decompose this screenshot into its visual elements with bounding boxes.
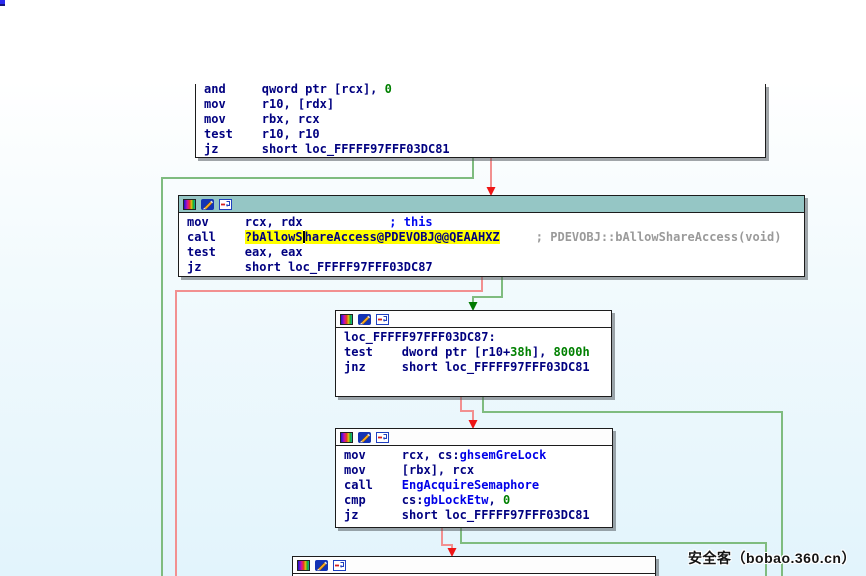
asm-text-segment: and qword ptr [rcx], <box>204 82 385 96</box>
edge-fall-through-2 <box>175 277 483 576</box>
watermark: 安全客（bobao.360.cn） <box>688 550 856 566</box>
asm-line[interactable]: mov rcx, cs:ghsemGreLock <box>344 448 612 463</box>
asm-text-segment: mov r10, [rdx] <box>204 97 335 111</box>
asm-line[interactable]: test dword ptr [r10+38h], 8000h <box>344 345 611 360</box>
edit-icon[interactable] <box>358 313 371 326</box>
asm-text-segment: mov rbx, rcx <box>204 112 320 126</box>
edge-arrowhead <box>486 187 496 196</box>
asm-text-segment: ?bAllowS <box>244 230 303 244</box>
scroll-corner-artifact <box>0 0 5 6</box>
asm-text-segment: jz short loc_FFFFF97FFF03DC81 <box>344 508 590 522</box>
asm-text-segment: 0 <box>502 493 511 507</box>
asm-line[interactable]: test eax, eax <box>187 245 804 260</box>
edit-icon[interactable] <box>358 431 371 444</box>
asm-text-segment: 38h <box>510 345 532 359</box>
edge-fall-through-4 <box>460 397 478 429</box>
asm-text-segment: test eax, eax <box>187 245 303 259</box>
asm-text-segment: 0 <box>384 82 392 96</box>
asm-text-segment: jnz short loc_FFFFF97FFF03DC81 <box>344 360 590 374</box>
edge-arrowhead <box>468 420 478 429</box>
asm-text-segment: 8000h <box>553 345 590 359</box>
node-title-bar[interactable] <box>293 557 655 574</box>
asm-line[interactable]: call EngAcquireSemaphore <box>344 478 612 493</box>
asm-text-segment: , <box>488 493 503 507</box>
asm-text-segment: ; PDEVOBJ::bAllowShareAccess(void) <box>535 230 782 244</box>
asm-line[interactable]: and qword ptr [rcx], 0 <box>204 82 765 97</box>
edge-fall-through-1 <box>486 158 496 196</box>
text-caret <box>302 231 305 243</box>
asm-line[interactable]: jz short loc_FFFFF97FFF03DC87 <box>187 260 804 275</box>
asm-line[interactable]: jz short loc_FFFFF97FFF03DC81 <box>344 508 612 523</box>
asm-line[interactable]: jnz short loc_FFFFF97FFF03DC81 <box>344 360 611 375</box>
disassembly-code[interactable]: loc_FFFFF97FFF03DC87:test dword ptr [r10… <box>336 328 611 375</box>
asm-text-segment: gbLockEtw <box>423 493 489 507</box>
asm-text-segment: mov rcx, rdx <box>187 215 390 229</box>
edit-icon[interactable] <box>201 198 214 211</box>
node-title-bar[interactable] <box>336 311 611 328</box>
graph-node-block-bottom-clipped[interactable] <box>292 556 656 576</box>
graph-node-block-loc-dc87[interactable]: loc_FFFFF97FFF03DC87:test dword ptr [r10… <box>335 310 612 397</box>
asm-text-segment: EngAcquireSemaphore <box>401 478 540 492</box>
edge-fall-through-6 <box>441 528 457 557</box>
asm-text-segment: ghsemGreLock <box>459 448 547 462</box>
palette-icon[interactable] <box>340 431 353 444</box>
asm-text-segment: test dword ptr [r10+ <box>344 345 511 359</box>
palette-icon[interactable] <box>183 198 196 211</box>
asm-text-segment: test r10, r10 <box>204 127 320 141</box>
node-title-bar[interactable] <box>179 196 804 213</box>
asm-text-segment: ], <box>531 345 554 359</box>
flowchart-icon[interactable] <box>333 559 346 572</box>
asm-line[interactable]: mov [rbx], rcx <box>344 463 612 478</box>
asm-text-segment: cmp cs: <box>344 493 424 507</box>
asm-text-segment: mov [rbx], rcx <box>344 463 475 477</box>
palette-icon[interactable] <box>340 313 353 326</box>
asm-line[interactable]: loc_FFFFF97FFF03DC87: <box>344 330 611 345</box>
edge-arrowhead <box>468 302 478 311</box>
asm-line[interactable]: test r10, r10 <box>204 127 765 142</box>
asm-text-segment: loc_FFFFF97FFF03DC87: <box>344 330 496 344</box>
asm-text-segment: hareAccess@PDEVOBJ@@QEAAHXZ <box>304 230 500 244</box>
asm-text-segment: call <box>187 230 245 244</box>
edge-jump-taken-5 <box>482 397 783 576</box>
node-title-bar[interactable] <box>336 429 612 446</box>
edge-jump-taken-0 <box>161 158 474 576</box>
asm-text-segment: jz short loc_FFFFF97FFF03DC87 <box>187 260 433 274</box>
asm-text-segment: ; this <box>389 215 433 229</box>
asm-line[interactable]: cmp cs:gbLockEtw, 0 <box>344 493 612 508</box>
flowchart-icon[interactable] <box>376 431 389 444</box>
asm-text-segment: mov rcx, cs: <box>344 448 460 462</box>
asm-line[interactable]: mov rcx, rdx ; this <box>187 215 804 230</box>
flowchart-icon[interactable] <box>219 198 232 211</box>
asm-line[interactable]: mov r10, [rdx] <box>204 97 765 112</box>
asm-text-segment: call <box>344 478 402 492</box>
asm-text-segment: jz short loc_FFFFF97FFF03DC81 <box>204 142 450 156</box>
edge-jump-taken-7 <box>460 528 767 576</box>
asm-text-segment <box>500 230 536 244</box>
asm-line[interactable]: mov rbx, rcx <box>204 112 765 127</box>
asm-line[interactable]: jz short loc_FFFFF97FFF03DC81 <box>204 142 765 157</box>
edit-icon[interactable] <box>315 559 328 572</box>
flowchart-icon[interactable] <box>376 313 389 326</box>
edge-jump-taken-3 <box>468 277 503 311</box>
palette-icon[interactable] <box>297 559 310 572</box>
edge-arrowhead <box>447 548 457 557</box>
